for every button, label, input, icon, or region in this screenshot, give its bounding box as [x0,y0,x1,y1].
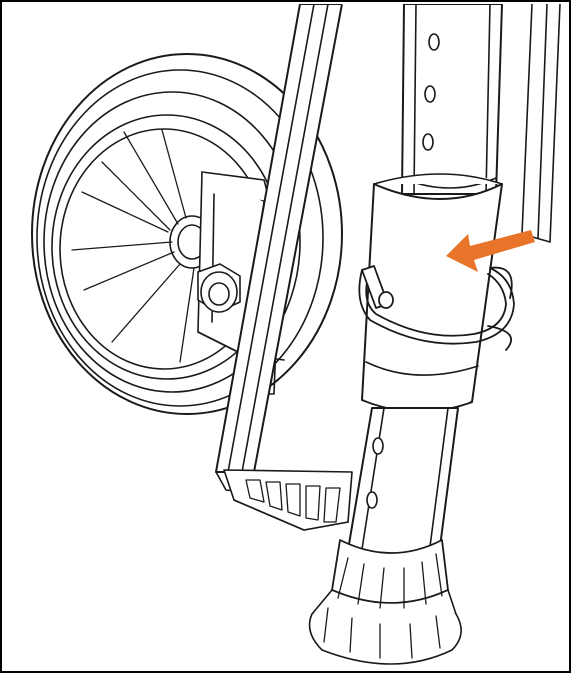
adjustment-holes-upper [422,33,440,151]
direction-arrow [446,230,535,272]
foot-pad [223,469,353,531]
adjustment-holes-lower [366,437,384,509]
upper-inner-tube [401,4,503,195]
lower-inner-tube [345,407,459,563]
wire-clamp [358,265,515,351]
wheel-spokes [71,129,195,363]
axle-bolt [197,263,241,313]
rubber-tip [308,539,462,665]
